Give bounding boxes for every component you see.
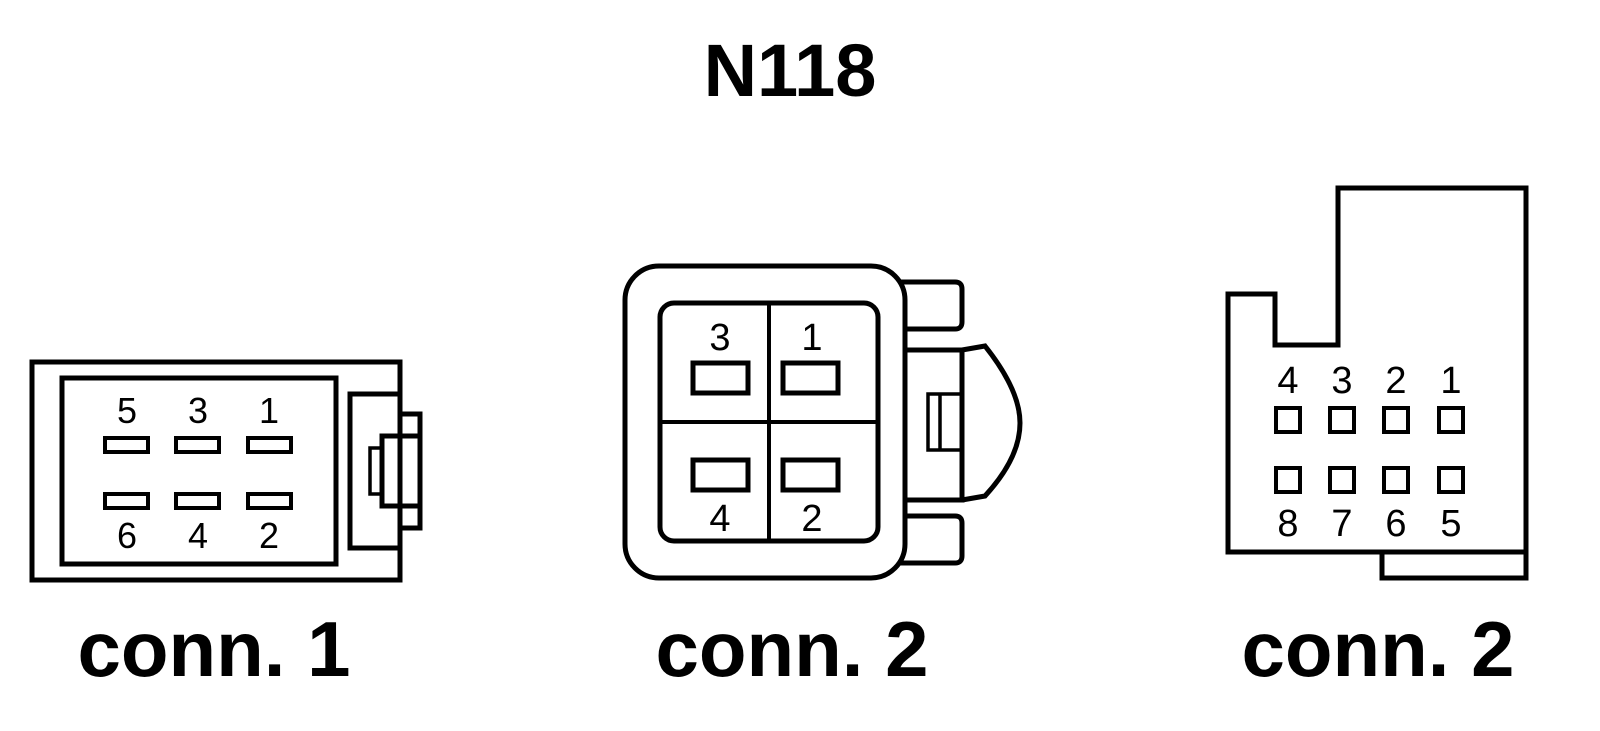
connector-2-square: 3 1 4 2 conn. 2 — [622, 263, 1023, 693]
connector-2-bottom-latch — [900, 513, 965, 566]
connector-2-top-latch — [900, 279, 965, 332]
connector-1-housing — [29, 359, 403, 583]
connector-3-pin — [1437, 466, 1465, 494]
connector-3-pin-label: 3 — [1331, 360, 1352, 402]
connector-3-pin — [1382, 466, 1410, 494]
connector-2-pin — [780, 360, 841, 396]
connector-3-pin — [1328, 406, 1356, 434]
connector-2-pin — [690, 360, 751, 396]
connector-1-pin-label: 2 — [259, 515, 279, 556]
connector-1-pin — [174, 436, 221, 454]
connector-1-caption: conn. 1 — [77, 605, 350, 693]
connector-3-pin — [1382, 406, 1410, 434]
connector-2-latch-slot — [926, 392, 964, 452]
connector-3-housing — [1225, 185, 1529, 581]
connector-2-pin — [690, 457, 751, 493]
connector-2-pin-label: 4 — [709, 498, 730, 540]
connector-3-pin-label: 6 — [1385, 503, 1406, 545]
connector-1-pin — [174, 492, 221, 510]
connector-3-pin-label: 7 — [1331, 503, 1352, 545]
connector-2-stepped: 4 3 2 1 8 7 6 5 conn. 2 — [1225, 185, 1529, 693]
connector-1-pin-label: 5 — [117, 390, 137, 431]
connector-3-pin — [1274, 466, 1302, 494]
connector-3-pin-label: 4 — [1277, 360, 1298, 402]
connector-1-pin — [246, 492, 293, 510]
connector-1-pin — [103, 436, 150, 454]
connector-2-pin-label: 3 — [709, 317, 730, 359]
connector-1-pin-label: 4 — [188, 515, 208, 556]
connector-2-pin-label: 1 — [801, 317, 822, 359]
connector-2-side-latch-body — [900, 347, 965, 503]
connector-2-pin — [780, 457, 841, 493]
connector-1-pin — [103, 492, 150, 510]
connector-1-pin-label: 3 — [188, 390, 208, 431]
connector-3-pin — [1328, 466, 1356, 494]
connector-1-pin — [246, 436, 293, 454]
connector-1-face — [59, 375, 339, 567]
connector-1-latch-key — [368, 446, 384, 496]
connector-1: 5 3 1 6 4 2 conn. 1 — [29, 359, 423, 693]
connector-3-pin-label: 1 — [1440, 360, 1461, 402]
connector-3-pin — [1274, 406, 1302, 434]
connector-3-pin-label: 8 — [1277, 503, 1298, 545]
connector-2-caption: conn. 2 — [655, 605, 928, 693]
connector-2-side-latch-cap — [961, 343, 1023, 503]
connector-1-pin-label: 1 — [259, 390, 279, 431]
connector-3-pin-label: 5 — [1440, 503, 1461, 545]
diagram-title: N118 — [704, 29, 877, 112]
connector-1-latch-tab — [400, 411, 423, 531]
connector-3-caption: conn. 2 — [1241, 605, 1514, 693]
connector-1-pin-label: 6 — [117, 515, 137, 556]
connector-3-pin — [1437, 406, 1465, 434]
connector-3-pin-label: 2 — [1385, 360, 1406, 402]
connector-1-latch-body — [347, 391, 400, 551]
connector-2-pin-label: 2 — [801, 498, 822, 540]
